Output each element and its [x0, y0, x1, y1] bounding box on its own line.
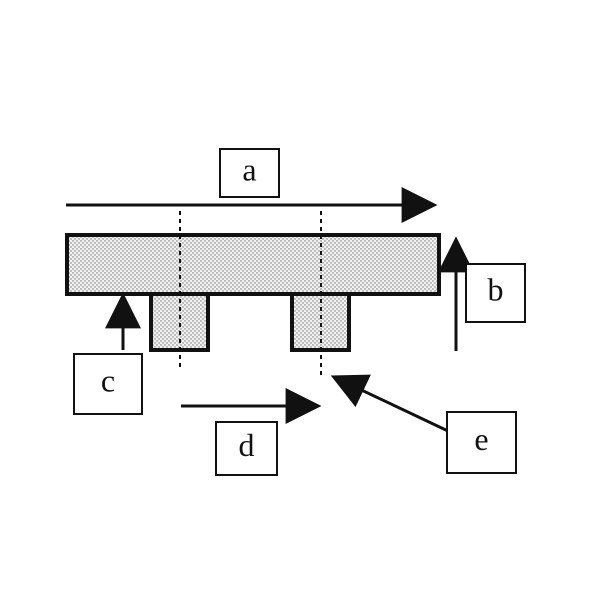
label-box-b: b — [465, 263, 526, 323]
label-a-text: a — [242, 151, 256, 187]
top-plate — [65, 233, 441, 296]
label-e-text: e — [474, 421, 488, 457]
label-d-text: d — [239, 427, 255, 463]
label-box-c: c — [73, 353, 143, 415]
label-c-text: c — [101, 362, 115, 398]
label-b-text: b — [488, 271, 504, 307]
label-box-a: a — [219, 148, 280, 198]
label-box-d: d — [215, 421, 278, 476]
label-box-e: e — [446, 411, 517, 474]
arrow-e — [330, 374, 449, 433]
